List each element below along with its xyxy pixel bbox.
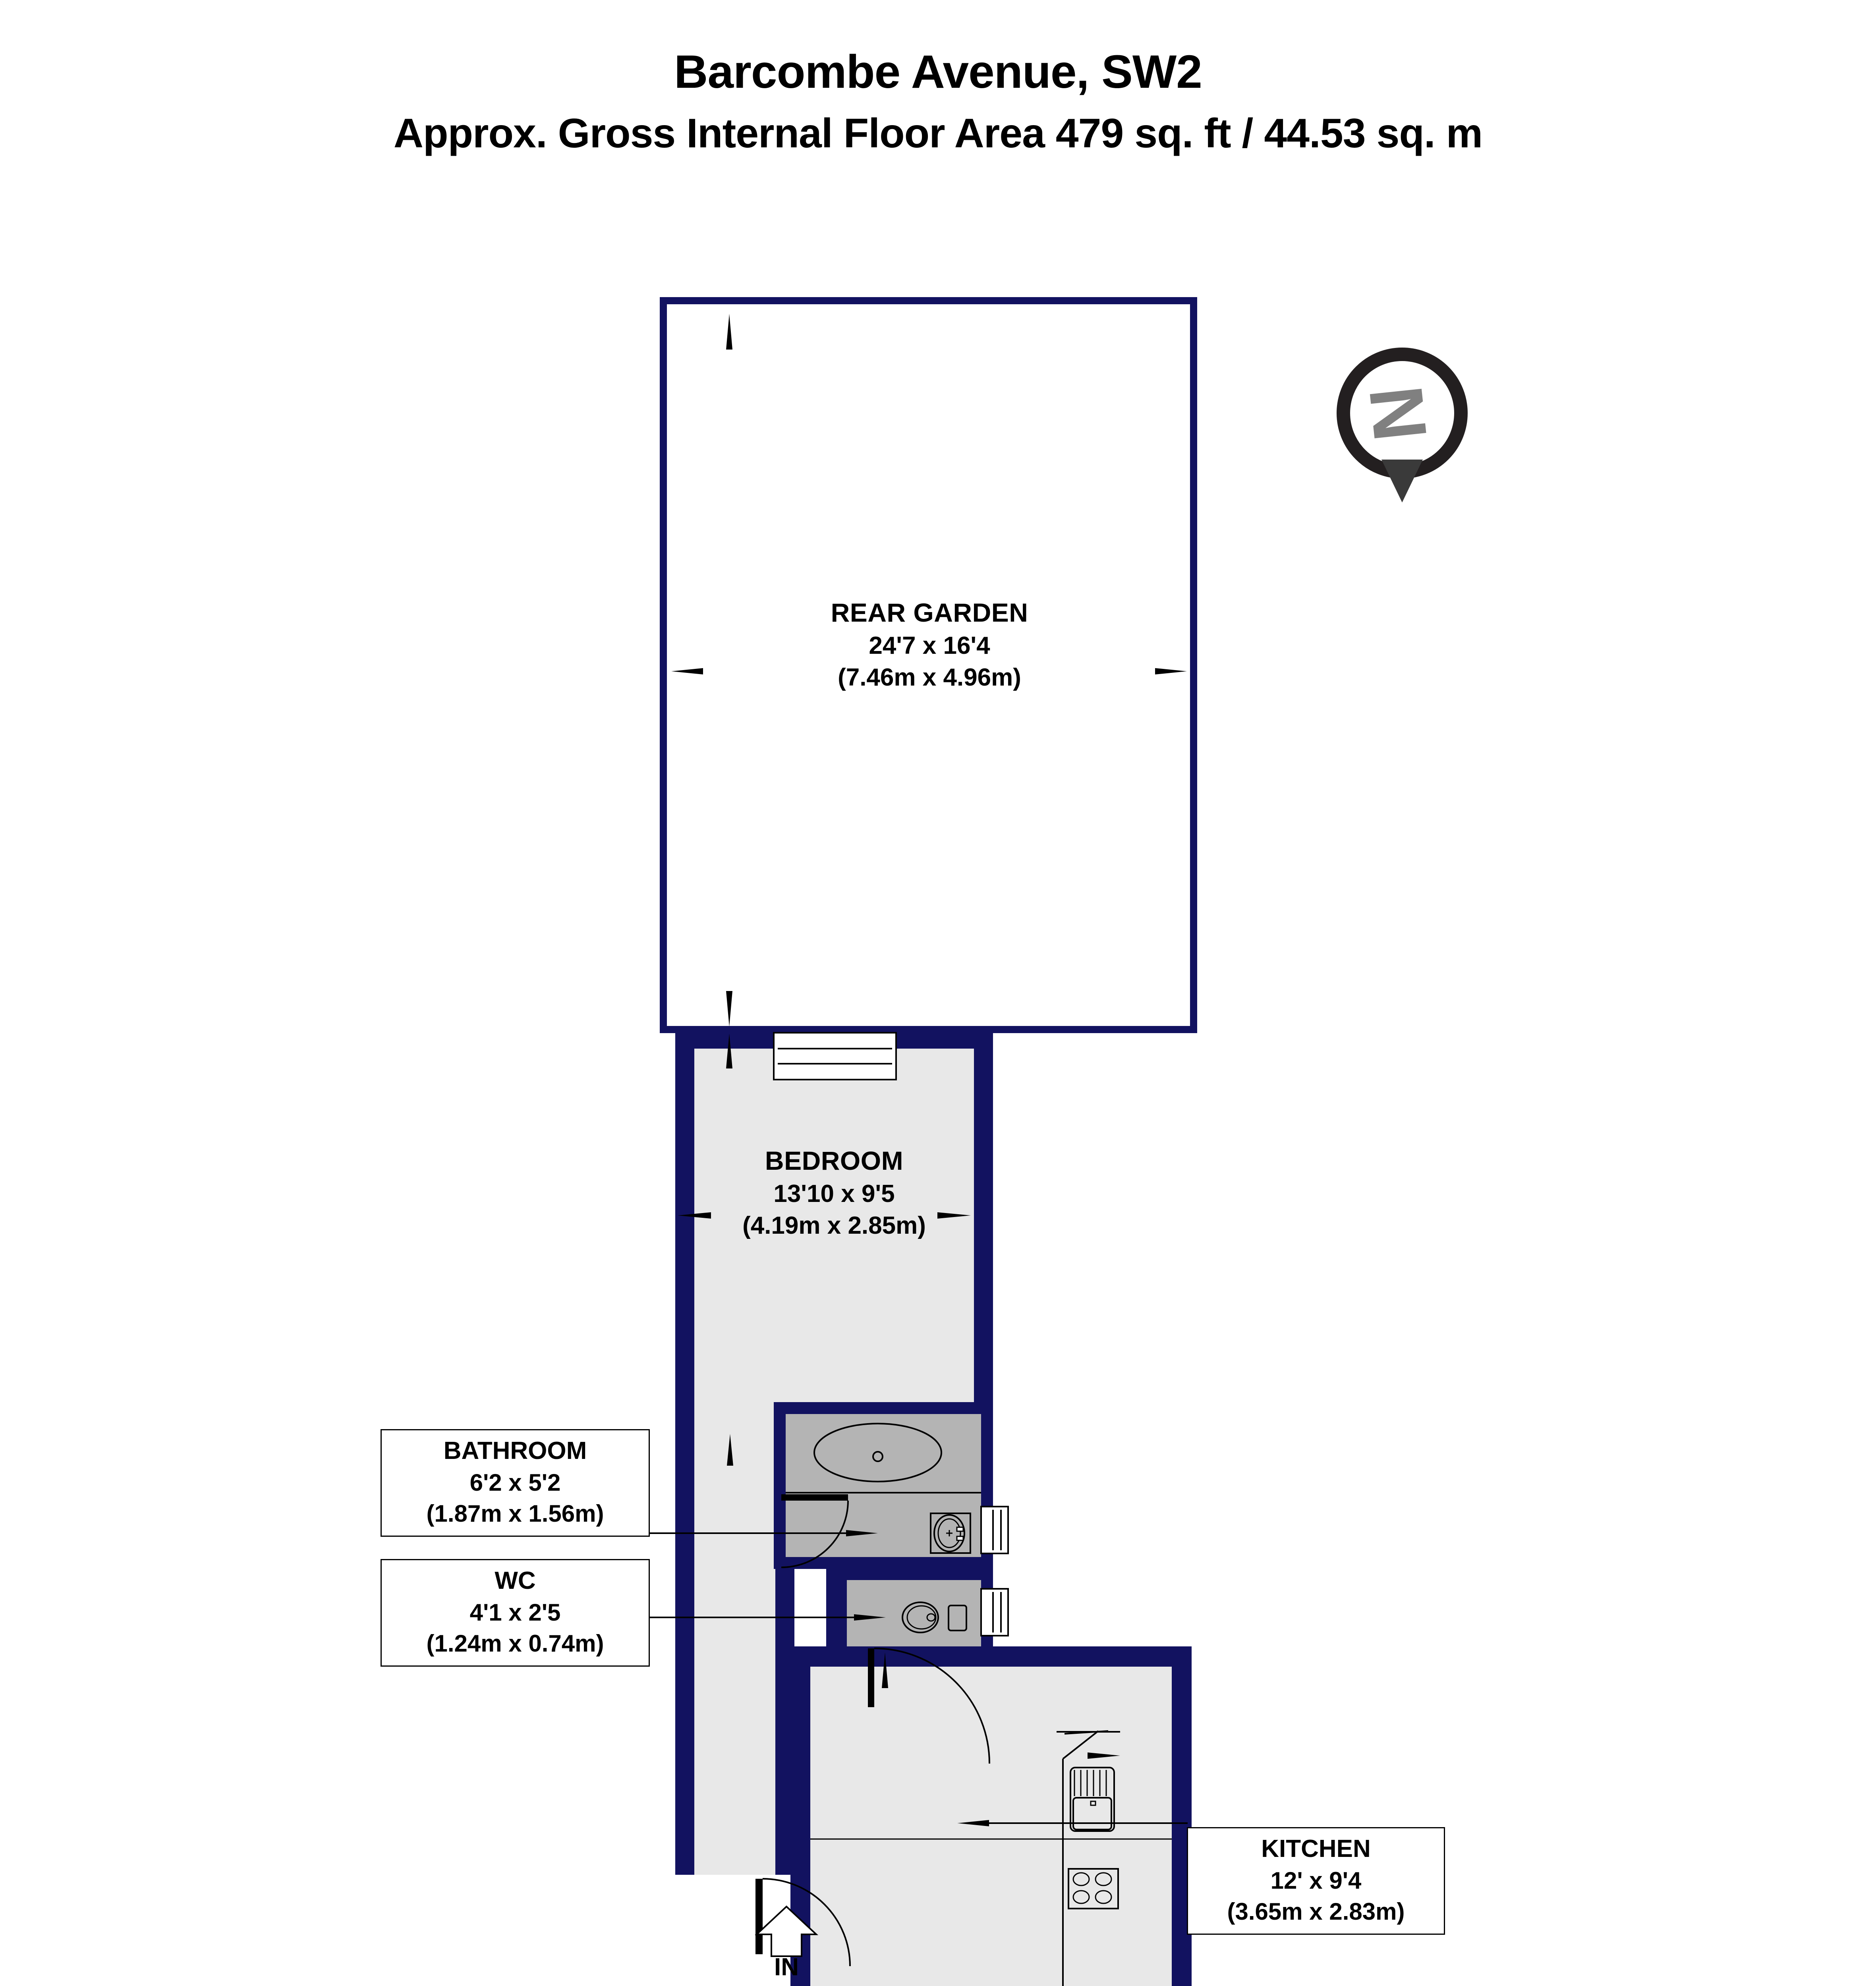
kitchen-hob-icon (1068, 1868, 1119, 1909)
kitchen-imperial: 12' x 9'4 (1270, 1867, 1362, 1894)
wc-name: WC (495, 1567, 536, 1594)
wash-basin-icon (930, 1513, 971, 1554)
bedroom-imperial: 13'10 x 9'5 (773, 1180, 895, 1207)
compass-north-icon: N (1337, 348, 1468, 502)
bedroom-shape (675, 1030, 993, 1430)
dimension-arrows (647, 314, 1188, 1826)
compass-letter: N (1353, 382, 1443, 445)
bedroom-metric: (4.19m x 2.85m) (742, 1212, 926, 1240)
kitchen-sink-icon (1070, 1767, 1115, 1832)
room-label-bedroom: BEDROOM 13'10 x 9'5 (4.19m x 2.85m) (695, 1144, 973, 1242)
bathroom-window (980, 1506, 1009, 1554)
entrance-door-icon (754, 1878, 851, 1967)
bathroom-metric: (1.87m x 1.56m) (426, 1500, 604, 1527)
bedroom-name: BEDROOM (765, 1146, 904, 1175)
bathroom-imperial: 6'2 x 5'2 (469, 1469, 561, 1496)
callout-kitchen: KITCHEN 12' x 9'4 (3.65m x 2.83m) (1187, 1827, 1445, 1935)
bathroom-door-icon (781, 1494, 849, 1568)
rear-garden-name: REAR GARDEN (831, 598, 1028, 627)
rear-garden-imperial: 24'7 x 16'4 (869, 632, 990, 659)
floor-area-subtitle: Approx. Gross Internal Floor Area 479 sq… (393, 110, 1483, 156)
bedroom-window (773, 1032, 897, 1080)
callout-wc: WC 4'1 x 2'5 (1.24m x 0.74m) (381, 1559, 650, 1667)
room-label-rear-garden: REAR GARDEN 24'7 x 16'4 (7.46m x 4.96m) (663, 596, 1196, 694)
kitchen-door-icon (868, 1648, 990, 1764)
wc-window (980, 1588, 1009, 1636)
rear-garden-metric: (7.46m x 4.96m) (838, 664, 1021, 692)
kitchen-name: KITCHEN (1261, 1835, 1371, 1862)
bathroom-shape (774, 1402, 1009, 1569)
entrance-in-label: IN (774, 1953, 799, 1981)
page-title: Barcombe Avenue, SW2 (674, 46, 1202, 98)
toilet-icon (902, 1602, 967, 1633)
kitchen-shape (790, 1646, 1192, 1986)
bath-tub-icon (813, 1423, 942, 1482)
kitchen-metric: (3.65m x 2.83m) (1227, 1898, 1405, 1925)
plan-header: Barcombe Avenue, SW2 Approx. Gross Inter… (0, 46, 1876, 156)
wc-metric: (1.24m x 0.74m) (426, 1630, 604, 1657)
callout-bathroom: BATHROOM 6'2 x 5'2 (1.87m x 1.56m) (381, 1429, 650, 1537)
bathroom-name: BATHROOM (443, 1437, 587, 1464)
wc-imperial: 4'1 x 2'5 (469, 1599, 561, 1626)
